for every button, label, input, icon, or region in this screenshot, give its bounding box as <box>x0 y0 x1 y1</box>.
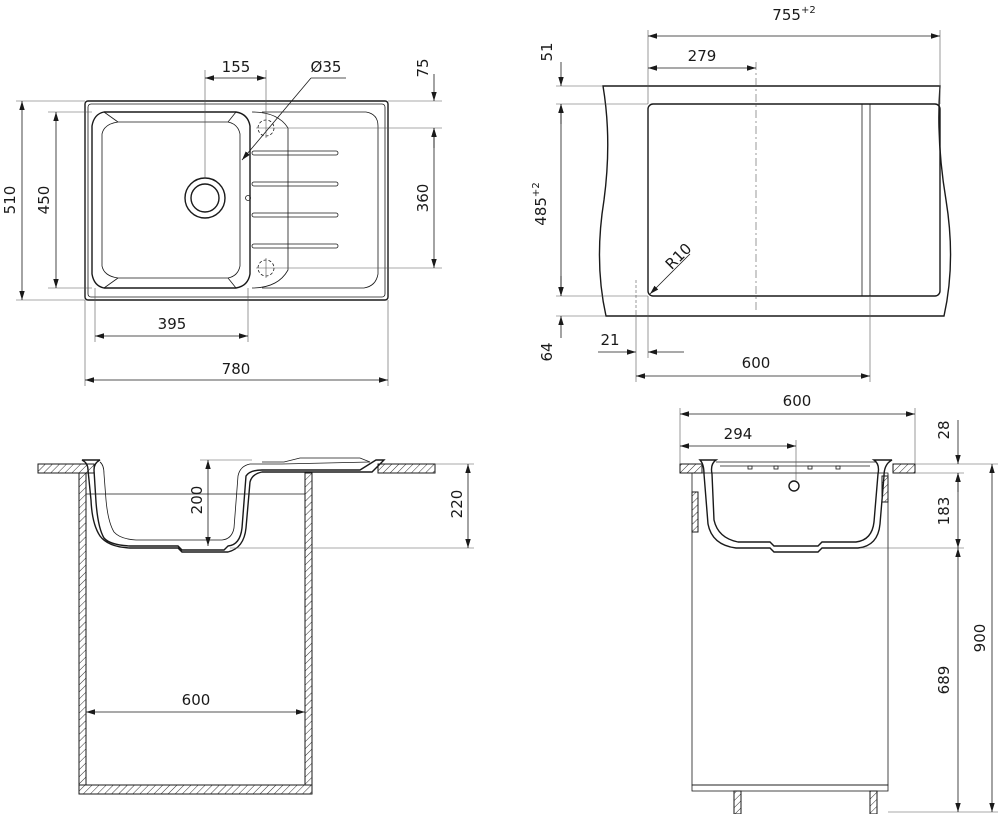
dim-395: 395 <box>158 315 187 333</box>
dim-294: 294 <box>724 425 753 443</box>
dim-279: 279 <box>688 47 717 65</box>
dim-155: 155 <box>222 58 251 76</box>
bowl-outline <box>91 111 251 289</box>
dim-450: 450 <box>35 186 53 215</box>
drainboard-outline <box>262 111 379 289</box>
dim-689: 689 <box>935 666 953 695</box>
dim-360: 360 <box>414 184 432 213</box>
dim-28: 28 <box>935 420 953 439</box>
side-sink-outline <box>698 459 893 553</box>
dim-r10: R10 <box>662 240 696 274</box>
front-section: 200 220 600 <box>37 457 474 795</box>
dim-75: 75 <box>414 58 432 77</box>
dim-64: 64 <box>538 342 556 361</box>
dim-220: 220 <box>448 490 466 519</box>
dim-cutout-600: 600 <box>742 354 771 372</box>
dim-485: 485+2 <box>531 182 550 225</box>
dim-side-600: 600 <box>783 392 812 410</box>
countertop-outline <box>598 85 952 317</box>
cutout-view: 755+2 279 51 485+2 R10 64 21 600 <box>531 5 952 382</box>
dim-510: 510 <box>1 186 19 215</box>
drainboard-ribs <box>251 150 339 249</box>
dim-51: 51 <box>538 42 556 61</box>
sink-section-outline <box>81 459 386 553</box>
cutout-outline <box>647 103 941 297</box>
dim-front-600: 600 <box>182 691 211 709</box>
top-view: 155 Ø35 75 360 510 450 395 780 <box>1 58 442 386</box>
dim-900: 900 <box>971 624 989 653</box>
dim-755: 755+2 <box>772 5 815 24</box>
dim-183: 183 <box>935 497 953 526</box>
dim-780: 780 <box>222 360 251 378</box>
dim-hole-diameter: Ø35 <box>311 58 342 76</box>
dim-21: 21 <box>600 331 619 349</box>
dim-200: 200 <box>188 486 206 515</box>
side-section: 600 294 28 183 689 900 <box>679 392 998 814</box>
side-ribs <box>747 465 841 470</box>
overflow-hole <box>788 480 800 492</box>
